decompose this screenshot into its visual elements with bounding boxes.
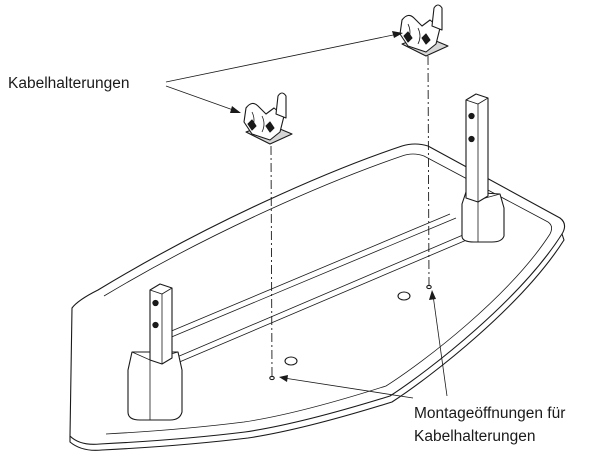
cable-holder-left bbox=[243, 92, 293, 145]
alignment-lines bbox=[270, 55, 430, 377]
cable-holder-right bbox=[399, 4, 449, 57]
stand-base-plate bbox=[69, 143, 566, 451]
leader-arrows bbox=[165, 31, 448, 399]
label-mounting-holes-line2: Kabelhalterungen bbox=[414, 428, 536, 445]
right-post bbox=[461, 93, 505, 243]
left-post bbox=[127, 283, 183, 421]
label-mounting-holes-line1: Montageöffnungen für bbox=[414, 405, 565, 422]
label-cable-holders: Kabelhalterungen bbox=[8, 75, 130, 92]
